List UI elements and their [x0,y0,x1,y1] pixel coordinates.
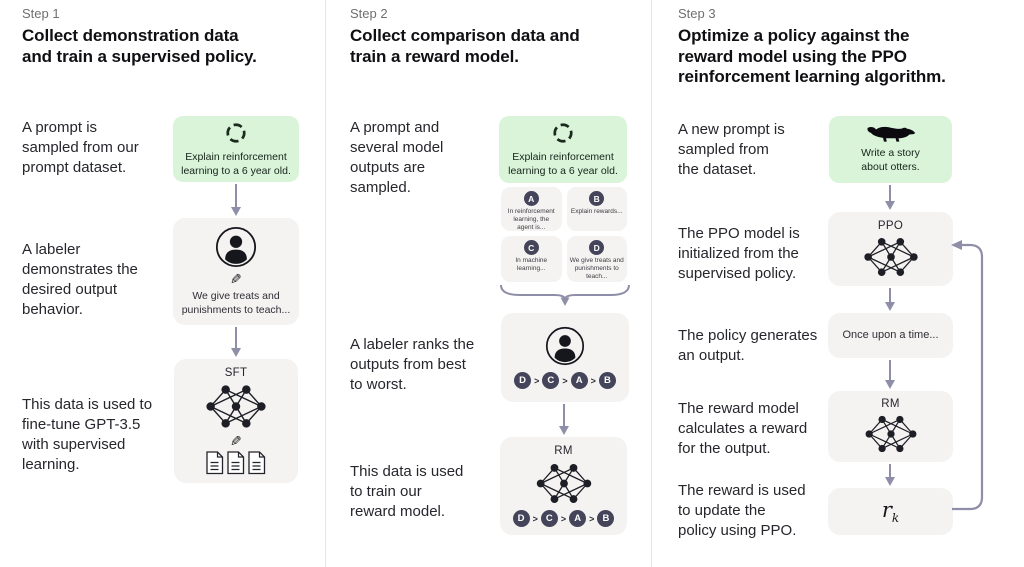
reward-subscript: k [891,511,900,526]
person-icon [545,326,585,366]
rank-badge: C [542,372,560,389]
reward-model-box: RM [828,391,953,462]
down-arrow-icon [885,185,895,210]
model-label: RM [881,398,900,410]
prompt-box: Write a story about otters. [829,116,952,183]
network-icon [205,382,267,431]
flow-step-text: The reward is used to update the policy … [678,482,806,540]
down-arrow-icon [231,327,241,357]
reward-symbol: r [881,497,892,522]
pencil-icon: ✎ [230,270,242,287]
labeler-box-caption: We give treats and punishments to teach.… [181,289,291,316]
flow-step-text: The reward model calculates a reward for… [678,400,808,458]
step-label: Step 1 [22,6,60,21]
step-label: Step 3 [678,6,716,21]
merge-brace-icon [500,284,630,306]
ranking-labeler-box: D > C > A > B [501,313,629,402]
column-divider [325,0,326,567]
rank-badge: A [570,372,588,389]
options-grid: A In reinforcement learning, the agent i… [501,187,627,282]
down-arrow-icon [559,404,569,435]
rank-badge: D [514,372,532,389]
prompt-box: Explain reinforcement learning to a 6 ye… [173,116,299,182]
rank-separator: > [534,375,540,386]
ppo-model-box: PPO [828,212,953,286]
down-arrow-icon [885,360,895,389]
prompt-box-caption: Explain reinforcement learning to a 6 ye… [181,150,291,177]
option-text: In machine learning... [515,257,548,273]
person-icon [215,226,257,268]
rank-separator: > [589,513,595,524]
flow-step-text: A labeler ranks the outputs from best to… [350,336,475,394]
documents-icon [206,451,266,475]
reward-value: rk [882,498,899,525]
prompt-box-caption: Write a story about otters. [861,146,920,173]
labeler-box: ✎ We give treats and punishments to teac… [173,218,299,325]
output-box-caption: Once upon a time... [842,329,939,342]
loop-arrow-icon [951,240,984,511]
network-icon [863,235,919,279]
network-icon [864,413,918,455]
ranking-row: D > C > A > B [514,372,616,389]
reward-value-box: rk [828,488,953,535]
step-title: Collect demonstration data and train a s… [22,26,257,66]
option-letter-badge: D [589,240,605,255]
network-icon [535,461,593,506]
sft-model-box: SFT ✎ [174,359,298,483]
option-text: We give treats and punishments to teach.… [569,257,624,281]
down-arrow-icon [885,464,895,486]
flow-step-text: A prompt and several model outputs are s… [350,119,444,197]
option-letter-badge: C [523,240,539,255]
column-divider [651,0,652,567]
output-box: Once upon a time... [828,313,953,358]
rank-separator: > [532,513,538,524]
step-label: Step 2 [350,6,388,21]
step-title: Collect comparison data and train a rewa… [350,26,580,66]
flow-step-text: A labeler demonstrates the desired outpu… [22,241,138,319]
flow-step-text: A new prompt is sampled from the dataset… [678,121,785,179]
ranking-row: D > C > A > B [512,510,615,527]
cycle-icon [223,120,249,146]
rank-badge: D [512,510,530,527]
down-arrow-icon [231,184,241,216]
rank-separator: > [590,375,596,386]
flow-step-text: A prompt is sampled from our prompt data… [22,119,139,177]
model-label: PPO [877,219,904,232]
prompt-box-caption: Explain reinforcement learning to a 6 ye… [508,151,618,177]
model-label: SFT [224,367,248,379]
rank-separator: > [560,513,567,524]
cycle-icon [550,120,576,146]
otter-icon [866,125,916,144]
flow-step-text: This data is used to train our reward mo… [350,463,464,521]
option-text: Explain rewards... [570,208,623,215]
rank-badge: C [540,510,558,527]
model-label: RM [554,445,573,457]
option-text: In reinforcement learning, the agent is.… [507,208,555,231]
option-letter-badge: B [589,191,605,206]
option-box: D We give treats and punishments to teac… [566,236,627,282]
rank-badge: B [598,372,616,389]
pencil-icon: ✎ [230,433,242,449]
reward-model-box: RM D > C > A [500,437,627,535]
option-box: C In machine learning... [501,236,562,282]
option-box: B Explain rewards... [566,187,627,231]
option-box: A In reinforcement learning, the agent i… [501,187,562,231]
option-letter-badge: A [523,191,539,206]
prompt-box: Explain reinforcement learning to a 6 ye… [499,116,627,183]
flow-step-text: The PPO model is initialized from the su… [678,225,800,283]
rank-separator: > [562,375,568,386]
flow-step-text: This data is used to fine-tune GPT-3.5 w… [22,396,153,474]
rank-badge: A [569,510,587,527]
step-title: Optimize a policy against the reward mod… [678,26,946,87]
flow-step-text: The policy generates an output. [678,327,818,365]
rank-badge: B [597,510,615,527]
down-arrow-icon [885,288,895,311]
